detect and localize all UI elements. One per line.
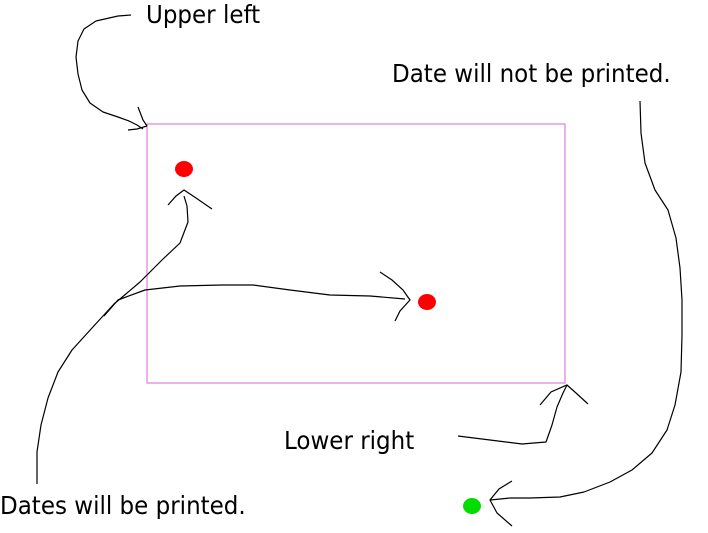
dates-printed-label: Dates will be printed. [0, 491, 246, 520]
upper-left-label: Upper left [146, 0, 261, 29]
printed-dot-center [418, 294, 436, 310]
upper-left-pointer-line [75, 14, 144, 130]
dates-printed-arrowhead-2 [379, 271, 411, 322]
date-not-printed-label: Date will not be printed. [392, 59, 671, 88]
date-not-printed-arrowhead [489, 480, 513, 527]
dates-printed-arrowhead-1 [167, 189, 213, 210]
lower-right-label: Lower right [284, 426, 415, 455]
printed-dot-upper [175, 161, 193, 177]
date-not-printed-pointer-line [489, 100, 683, 501]
lower-right-pointer-line [457, 384, 568, 445]
upper-left-arrowhead [127, 106, 148, 131]
print-area-rectangle [146, 123, 566, 384]
not-printed-dot [463, 498, 481, 514]
dates-printed-pointer-line-1 [36, 195, 189, 484]
dates-printed-pointer-line-2 [103, 284, 406, 317]
lower-right-arrowhead [539, 384, 589, 406]
